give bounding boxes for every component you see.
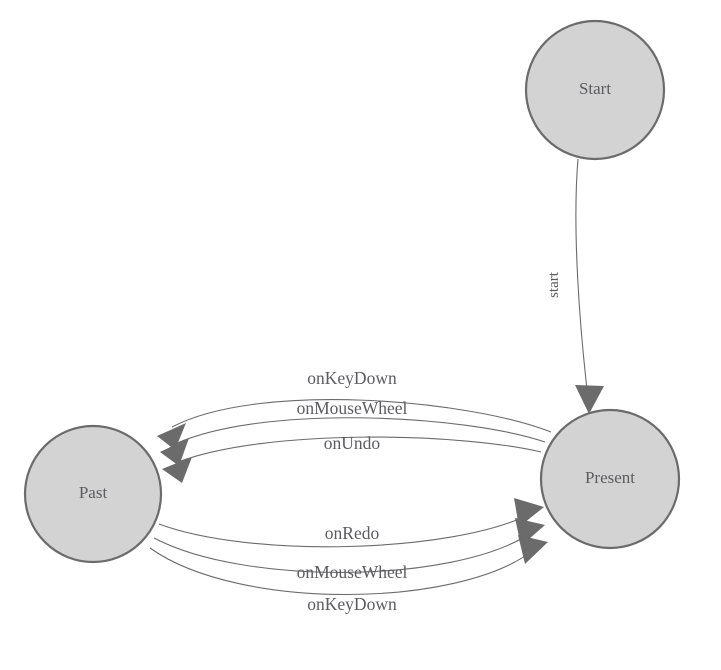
node-start-circle xyxy=(524,19,666,161)
arrowhead-past-to-present-onkeydown xyxy=(518,535,548,564)
node-past[interactable]: Past xyxy=(23,424,163,564)
edge-present-to-past-onkeydown-path xyxy=(171,399,552,433)
edge-past-to-present-onkeydown[interactable]: onKeyDown xyxy=(149,535,548,614)
edge-present-to-past-onmousewheel-path xyxy=(174,417,546,445)
edge-present-to-past-onkeydown[interactable]: onKeyDown xyxy=(157,368,552,450)
edge-present-to-past-onundo-path xyxy=(177,436,542,463)
arrowhead-present-to-past-onundo xyxy=(162,457,192,483)
edge-label-present-to-past-onkeydown: onKeyDown xyxy=(307,368,397,388)
node-present-circle xyxy=(539,408,681,550)
edge-label-start: start xyxy=(546,271,562,298)
edge-past-to-present-onredo[interactable]: onRedo xyxy=(158,498,544,548)
edge-label-past-to-present-onredo: onRedo xyxy=(325,523,380,543)
edge-past-to-present-onredo-path xyxy=(158,514,529,548)
edge-start-to-present-path xyxy=(575,158,589,399)
edge-present-to-past-onundo[interactable]: onUndo xyxy=(162,433,542,483)
node-present-label: Present xyxy=(585,468,635,487)
arrowhead-present-to-past-onkeydown xyxy=(157,423,186,450)
edge-label-present-to-past-onundo: onUndo xyxy=(324,433,381,453)
node-present[interactable]: Present xyxy=(539,408,681,550)
arrowhead-start-to-present xyxy=(575,385,604,414)
arrowhead-present-to-past-onmousewheel xyxy=(160,438,189,466)
edge-label-present-to-past-onmousewheel: onMouseWheel xyxy=(297,398,408,418)
edge-label-past-to-present-onkeydown: onKeyDown xyxy=(307,594,397,614)
edge-present-to-past-onmousewheel[interactable]: onMouseWheel xyxy=(160,398,546,466)
edge-past-to-present-onmousewheel-path xyxy=(153,533,530,573)
node-past-label: Past xyxy=(79,483,108,502)
edge-past-to-present-onkeydown-path xyxy=(149,547,533,595)
node-start[interactable]: Start xyxy=(524,19,666,161)
edge-start-to-present[interactable]: start xyxy=(546,158,604,414)
node-past-circle xyxy=(23,424,163,564)
edge-label-past-to-present-onmousewheel: onMouseWheel xyxy=(297,562,408,582)
node-start-label: Start xyxy=(579,79,611,98)
